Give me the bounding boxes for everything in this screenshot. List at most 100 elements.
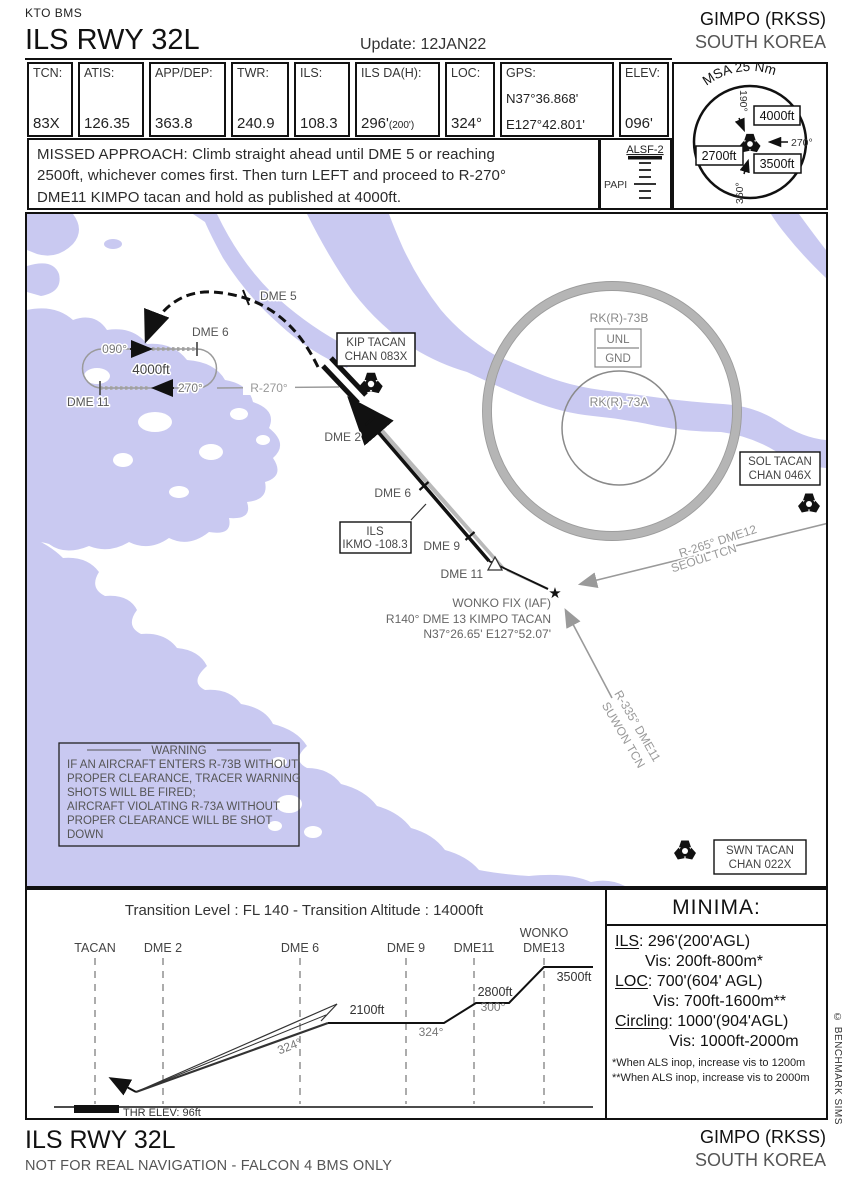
hold-altitude-label: 4000ft bbox=[132, 362, 170, 377]
title-rule bbox=[25, 58, 672, 60]
page-title: ILS RWY 32L bbox=[25, 24, 200, 56]
frequency-strip: TCN: 83X ATIS: 126.35 APP/DEP: 363.8 TWR… bbox=[27, 62, 673, 137]
profile-path bbox=[328, 966, 593, 1024]
hold-outbound-label: 270° bbox=[178, 381, 203, 395]
seoul-feeder-arrow bbox=[577, 521, 834, 588]
localizer-feather bbox=[358, 408, 507, 570]
msa-arrow-360 bbox=[739, 158, 750, 175]
warning-text: IF AN AIRCRAFT ENTERS R-73B WITHOUT PROP… bbox=[67, 759, 301, 841]
freq-cell-loc: LOC: 324° bbox=[445, 62, 495, 137]
water-corner-strip bbox=[771, 214, 826, 278]
missed-approach-box: MISSED APPROACH: Climb straight ahead un… bbox=[27, 138, 600, 210]
freq-cell-elev: ELEV: 096' bbox=[619, 62, 669, 137]
svg-text:TACAN: TACAN bbox=[74, 941, 115, 955]
footer-title: ILS RWY 32L bbox=[25, 1126, 176, 1154]
minima-row-ils-vis: Vis: 200ft-800m* bbox=[645, 953, 763, 970]
r73b-limits-box: UNL GND bbox=[594, 328, 642, 368]
kip-tacan-box: KIP TACAN CHAN 083X bbox=[336, 332, 416, 367]
dme5-tick bbox=[242, 289, 250, 306]
approach-light-ladder bbox=[634, 162, 656, 199]
msa-circle bbox=[692, 84, 808, 200]
minima-row-ils: ILS: 296'(200'AGL) bbox=[615, 933, 751, 950]
r73b-label: RK(R)-73B bbox=[590, 311, 649, 325]
svg-text:CHAN 083X: CHAN 083X bbox=[345, 351, 408, 363]
header-airport-block: GIMPO (RKSS) SOUTH KOREA bbox=[695, 8, 826, 54]
msa-radial-270: 270° bbox=[791, 137, 813, 149]
radial-270-label: R-270° bbox=[250, 381, 288, 395]
freq-cell-da: ILS DA(H): 296'(200') bbox=[355, 62, 440, 137]
water-topleft-a bbox=[27, 214, 79, 256]
svg-text:3500ft: 3500ft bbox=[760, 157, 795, 171]
islands bbox=[84, 368, 322, 838]
water-river-branch bbox=[193, 214, 357, 368]
svg-text:DME 2: DME 2 bbox=[144, 941, 182, 955]
freq-cell-gps: GPS: N37°36.868' E127°42.801' bbox=[500, 62, 614, 137]
alt-2800: 2800ft bbox=[478, 985, 513, 999]
svg-text:SHOTS WILL BE FIRED;: SHOTS WILL BE FIRED; bbox=[67, 787, 196, 799]
papi-label: PAPI bbox=[604, 179, 627, 191]
warning-title: WARNING bbox=[151, 745, 206, 757]
dme11-hold-label: DME 11 bbox=[67, 395, 110, 409]
crs-324-level: 324° bbox=[419, 1025, 444, 1039]
msa-alt-w: 2700ft bbox=[695, 145, 744, 166]
minima-panel: MINIMA: ILS: 296'(200'AGL) Vis: 200ft-80… bbox=[605, 888, 828, 1120]
lighting-box: ALSF-2 PAPI bbox=[599, 138, 672, 210]
svg-text:4000ft: 4000ft bbox=[760, 109, 795, 123]
freq-cell-ils: ILS: 108.3 bbox=[294, 62, 350, 137]
svg-text:KIP TACAN: KIP TACAN bbox=[346, 337, 405, 349]
copyright-credit: © BENCHMARK SIMS bbox=[832, 1012, 843, 1125]
svg-text:PROPER CLEARANCE, TRACER WARNI: PROPER CLEARANCE, TRACER WARNING bbox=[67, 773, 301, 785]
profile-missed-arrow bbox=[108, 1077, 137, 1096]
dme2-label: DME 2 bbox=[324, 430, 361, 444]
minima-row-loc: LOC: 700'(604' AGL) bbox=[615, 973, 763, 990]
footer-disclaimer: NOT FOR REAL NAVIGATION - FALCON 4 BMS O… bbox=[25, 1158, 393, 1174]
water-pond bbox=[104, 239, 122, 249]
minima-row-circling-vis: Vis: 1000ft-2000m bbox=[669, 1033, 799, 1050]
freq-cell-tcn: TCN: 83X bbox=[27, 62, 73, 137]
dme-ticks bbox=[364, 416, 476, 541]
warning-box: WARNING IF AN AIRCRAFT ENTERS R-73B WITH… bbox=[58, 742, 301, 847]
svg-text:DME11: DME11 bbox=[454, 941, 495, 955]
freq-cell-appdep: APP/DEP: 363.8 bbox=[149, 62, 226, 137]
svg-text:AIRCRAFT VIOLATING R-73A WITHO: AIRCRAFT VIOLATING R-73A WITHOUT bbox=[67, 801, 280, 813]
restricted-area-r73a bbox=[561, 370, 677, 486]
minima-row-circling: Circling: 1000'(904'AGL) bbox=[615, 1013, 789, 1030]
footer-airport: GIMPO (RKSS) bbox=[699, 1127, 826, 1147]
minima-title: MINIMA: bbox=[607, 890, 826, 926]
alt-2100: 2100ft bbox=[350, 1003, 385, 1017]
svg-text:WONKO: WONKO bbox=[520, 926, 569, 940]
water-bottom-mass bbox=[27, 536, 625, 886]
suwon-feeder-arrow bbox=[564, 608, 613, 699]
missed-approach-path bbox=[144, 290, 320, 368]
minima-note-2: **When ALS inop, increase vis to 2000m bbox=[612, 1072, 810, 1084]
sol-tacan-icon bbox=[796, 493, 822, 515]
ils-ident-box: ILS IKMO -108.3 bbox=[339, 503, 427, 554]
restricted-area-r73b bbox=[482, 281, 742, 541]
glideslope-feather bbox=[135, 1003, 338, 1094]
msa-radial-360: 360° bbox=[734, 182, 746, 204]
alsf2-label: ALSF-2 bbox=[626, 144, 663, 156]
svg-text:WONKO FIX (IAF): WONKO FIX (IAF) bbox=[452, 596, 551, 610]
water-topleft-b bbox=[27, 263, 60, 296]
dme6-label: DME 6 bbox=[374, 486, 411, 500]
r73a-label: RK(R)-73A bbox=[590, 395, 649, 409]
water-river-main bbox=[307, 214, 826, 468]
swn-tacan-box: SWN TACAN CHAN 022X bbox=[713, 839, 807, 875]
dme5-label: DME 5 bbox=[260, 289, 297, 303]
swn-tacan-icon bbox=[672, 840, 698, 862]
msa-alt-se: 3500ft bbox=[753, 153, 802, 174]
svg-text:PROPER CLEARANCE WILL BE SHOT: PROPER CLEARANCE WILL BE SHOT bbox=[67, 815, 272, 827]
airport-country: SOUTH KOREA bbox=[694, 32, 826, 52]
map-canvas: RK(R)-73B UNL GND RK(R)-73A R-270° 090° … bbox=[27, 214, 834, 886]
hold-inbound-label: 090° bbox=[102, 342, 127, 356]
svg-text:R140° DME 13 KIMPO TACAN: R140° DME 13 KIMPO TACAN bbox=[386, 612, 551, 626]
sim-label: KTO BMS bbox=[25, 6, 83, 20]
freq-cell-atis: ATIS: 126.35 bbox=[78, 62, 144, 137]
svg-text:IF AN AIRCRAFT ENTERS R-73B WI: IF AN AIRCRAFT ENTERS R-73B WITHOUT bbox=[67, 759, 298, 771]
minima-row-loc-vis: Vis: 700ft-1600m** bbox=[653, 993, 787, 1010]
svg-text:IKMO -108.3: IKMO -108.3 bbox=[342, 539, 407, 551]
fix-triangle-icon bbox=[486, 555, 504, 571]
airport-name: GIMPO (RKSS) bbox=[699, 9, 826, 29]
transition-label: Transition Level : FL 140 - Transition A… bbox=[125, 902, 484, 919]
svg-text:DME13: DME13 bbox=[523, 941, 565, 955]
